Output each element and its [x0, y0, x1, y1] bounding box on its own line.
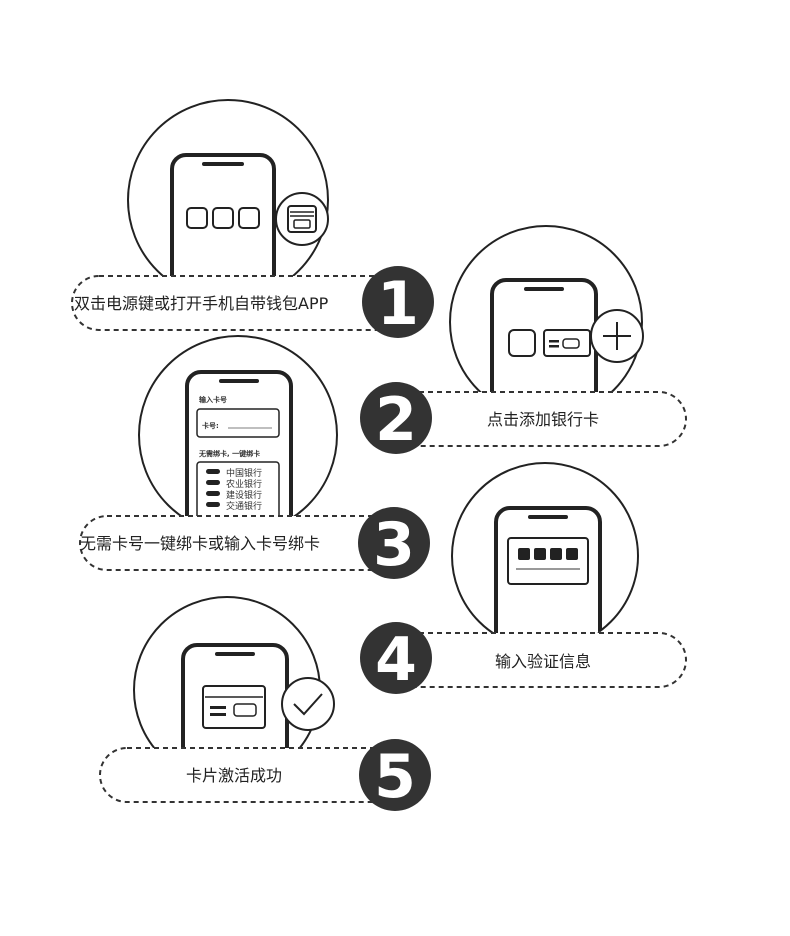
step-1-label: 双击电源键或打开手机自带钱包APP — [74, 294, 329, 313]
plus-icon — [591, 310, 643, 362]
step-4-number: 4 — [375, 625, 417, 695]
step-5-label: 卡片激活成功 — [186, 766, 282, 785]
check-icon — [282, 678, 334, 730]
step-3-label: 无需卡号一键绑卡或输入卡号绑卡 — [80, 534, 320, 553]
one-click-heading: 无需绑卡, 一键绑卡 — [198, 449, 260, 458]
bind-screen-title: 输入卡号 — [199, 395, 227, 404]
step-4-label: 输入验证信息 — [495, 652, 591, 671]
bank-item-2: 建设银行 — [226, 489, 262, 501]
step-3-pill: 无需卡号一键绑卡或输入卡号绑卡 — [80, 516, 400, 570]
step-3-number: 3 — [373, 510, 415, 580]
step-2-label: 点击添加银行卡 — [487, 410, 599, 429]
step-1-pill: 双击电源键或打开手机自带钱包APP — [72, 276, 404, 330]
step-2-number: 2 — [375, 385, 417, 455]
bank-item-0: 中国银行 — [226, 467, 262, 479]
step-5-number: 5 — [374, 742, 416, 812]
verification-code-field — [508, 538, 588, 584]
step-1-number: 1 — [377, 269, 419, 339]
bank-item-1: 农业银行 — [226, 478, 262, 490]
wallet-icon — [276, 193, 328, 245]
card-field-label: 卡号: — [202, 421, 219, 430]
bank-item-3: 交通银行 — [226, 500, 262, 512]
